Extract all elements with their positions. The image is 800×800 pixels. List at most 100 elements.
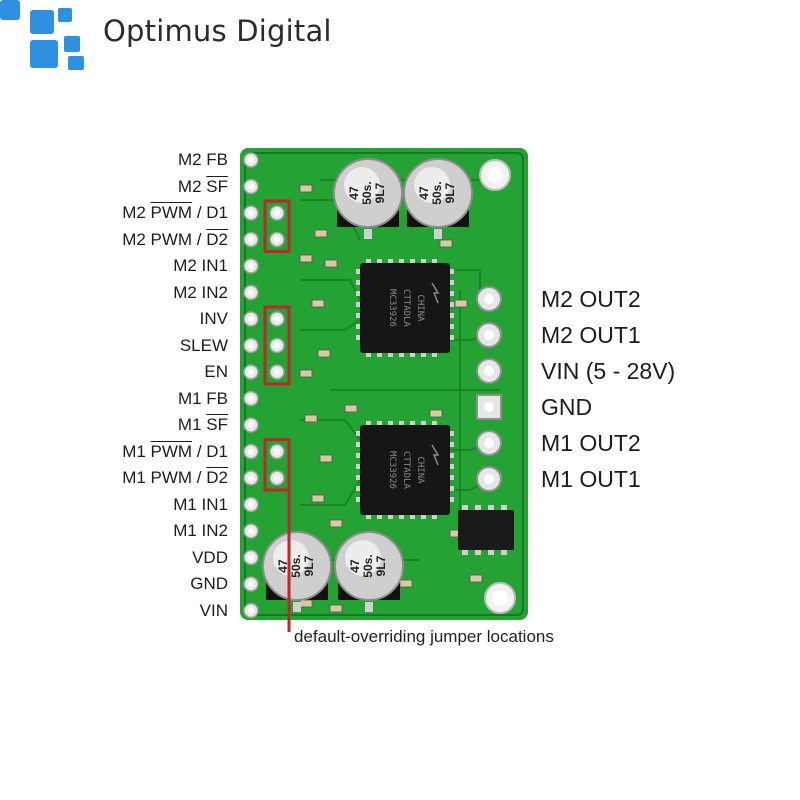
chip-marking: CHINA — [415, 294, 425, 322]
smd-component — [429, 409, 443, 418]
pin-label-part: M1 IN1 — [173, 494, 228, 514]
chip-pin — [410, 514, 415, 519]
left-pin-label: SLEW — [180, 336, 228, 356]
smd-component — [319, 454, 333, 463]
chip-pin — [449, 475, 454, 480]
brand-logo: Optimus Digital — [0, 0, 340, 75]
capacitor-lead — [365, 602, 373, 612]
chip-pin — [501, 550, 507, 555]
smd-component — [299, 254, 313, 263]
chip-pin — [399, 514, 404, 519]
output-pad-hole — [484, 402, 494, 412]
left-pin-label: M2 PWM / D2 — [122, 230, 228, 250]
left-pin-label: VDD — [192, 548, 228, 568]
output-pad-hole — [484, 438, 494, 448]
chip-pin — [449, 486, 454, 491]
chip-pin — [421, 352, 426, 357]
capacitor-marking: 9L7 — [374, 555, 388, 576]
chip-pin — [356, 302, 361, 307]
chip-pin — [388, 421, 393, 426]
left-pin-label: M2 IN2 — [173, 283, 228, 303]
pin-label-part: VDD — [192, 547, 228, 567]
chip-pin — [356, 313, 361, 318]
left-pin-hole — [248, 501, 254, 508]
chip-marking: CTTADLA — [401, 451, 411, 490]
chip-pin — [356, 291, 361, 296]
chip-pin — [449, 335, 454, 340]
driver-chip — [360, 263, 450, 353]
chip-marking: CHINA — [415, 456, 425, 484]
pin-label-part: VIN — [199, 600, 228, 620]
pin-label-part: M1 — [177, 415, 207, 434]
mounting-hole-center — [487, 167, 503, 183]
chip-pin — [449, 497, 454, 502]
jumper-pad-hole — [274, 342, 280, 349]
logo-mark-icon — [0, 0, 84, 70]
pin-label-part: D2 — [206, 468, 228, 487]
left-pin-hole — [248, 369, 254, 375]
left-pin-hole — [248, 581, 254, 587]
chip-pin — [366, 514, 371, 519]
chip-pin — [449, 431, 454, 436]
smd-component — [304, 414, 318, 423]
left-pin-label: M1 IN1 — [173, 495, 228, 515]
chip-pin — [432, 514, 437, 519]
smd-component — [317, 349, 331, 358]
mounting-hole-center — [492, 590, 508, 606]
jumper-caption: default-overriding jumper locations — [294, 627, 554, 646]
output-pin-label: VIN (5 - 28V) — [541, 358, 676, 384]
pin-label-part: INV — [199, 309, 228, 328]
pin-label-part: PWM — [150, 441, 193, 461]
left-pin-label: M1 SF — [178, 415, 228, 435]
chip-pin — [356, 280, 361, 285]
chip-pin — [449, 464, 454, 469]
chip-pin — [356, 324, 361, 329]
jumper-location-box — [263, 305, 291, 386]
driver-chip — [360, 425, 450, 515]
output-pad-hole — [484, 474, 494, 484]
capacitor-lead — [364, 229, 372, 239]
chip-pin — [449, 269, 454, 274]
left-pin-label: M1 PWM / D1 — [122, 442, 228, 462]
chip-pin — [432, 259, 437, 264]
smd-component — [469, 574, 483, 583]
capacitor-marking: 47 — [348, 559, 362, 573]
jumper-pad-hole — [274, 316, 280, 322]
left-pin-hole — [248, 448, 254, 455]
chip-pin — [388, 514, 393, 519]
left-pin-label: M1 PWM / D2 — [122, 468, 228, 488]
chip-pin — [366, 421, 371, 426]
pin-label-part: M1 PWM / — [122, 468, 207, 487]
left-pin-hole — [248, 528, 254, 534]
chip-marking: MC33926 — [387, 451, 397, 489]
left-pin-label: M2 FB — [178, 150, 228, 170]
chip-pin — [475, 550, 481, 555]
capacitor-highlight — [414, 167, 450, 203]
smd-component — [314, 229, 328, 238]
capacitor-highlight — [344, 167, 380, 203]
chip-pin — [366, 352, 371, 357]
pin-label-part: M2 PWM / — [122, 229, 207, 249]
smd-component — [324, 259, 338, 268]
jumper-pad-hole — [274, 236, 280, 243]
pin-label-part: SF — [206, 176, 228, 196]
capacitor-marking: 47 — [347, 186, 361, 200]
chip-pin — [462, 550, 468, 555]
left-pin-label: M2 SF — [178, 177, 228, 197]
chip-pin — [421, 514, 426, 519]
chip-pin — [377, 259, 382, 264]
smd-component — [454, 299, 468, 308]
smd-component — [311, 494, 325, 503]
chip-pin — [475, 505, 481, 510]
capacitor-marking: 47 — [276, 559, 290, 573]
chip-pin — [356, 475, 361, 480]
pin-label-part: M1 — [122, 441, 151, 461]
left-pin-label: M1 FB — [178, 389, 228, 409]
chip-pin — [449, 453, 454, 458]
chip-pin — [356, 464, 361, 469]
chip-pin — [356, 453, 361, 458]
left-pin-hole — [248, 554, 254, 561]
chip-pin — [449, 313, 454, 318]
pcb-outline — [244, 152, 524, 616]
